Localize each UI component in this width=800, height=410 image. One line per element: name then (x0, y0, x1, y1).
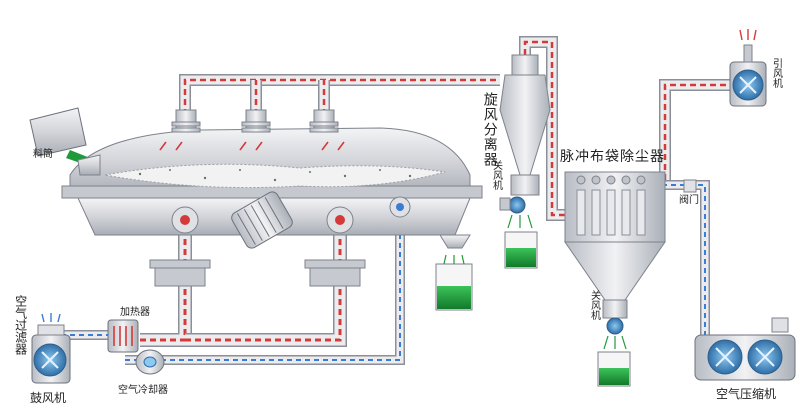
feed-hopper (29, 107, 101, 176)
label-rotary-valve-bag: 关风机 (588, 290, 600, 320)
bag-filter-body (564, 171, 697, 387)
induced-fan (729, 29, 767, 107)
air-cooler (135, 349, 165, 375)
label-feed-hopper: 料筒 (33, 149, 53, 160)
label-induced-fan: 引风机 (770, 58, 782, 88)
label-valve: 阀门 (679, 195, 699, 206)
label-air-cooler: 空气冷却器 (118, 385, 168, 396)
air-compressor (694, 317, 796, 381)
label-bag-filter: 脉冲布袋除尘器 (560, 149, 665, 165)
label-air-compressor: 空气压缩机 (716, 387, 777, 401)
blower (31, 313, 71, 384)
label-heater: 加热器 (120, 307, 150, 318)
label-rotary-valve-cyclone: 关风机 (490, 160, 502, 190)
label-air-filter: 空气过滤器 (13, 295, 28, 355)
label-cyclone: 旋风分离器 (481, 92, 498, 167)
dryer-body (61, 109, 483, 287)
heater (107, 319, 139, 353)
cyclone-separator (499, 54, 551, 269)
label-blower: 鼓风机 (30, 391, 67, 405)
dryer-product-bucket (435, 254, 473, 311)
